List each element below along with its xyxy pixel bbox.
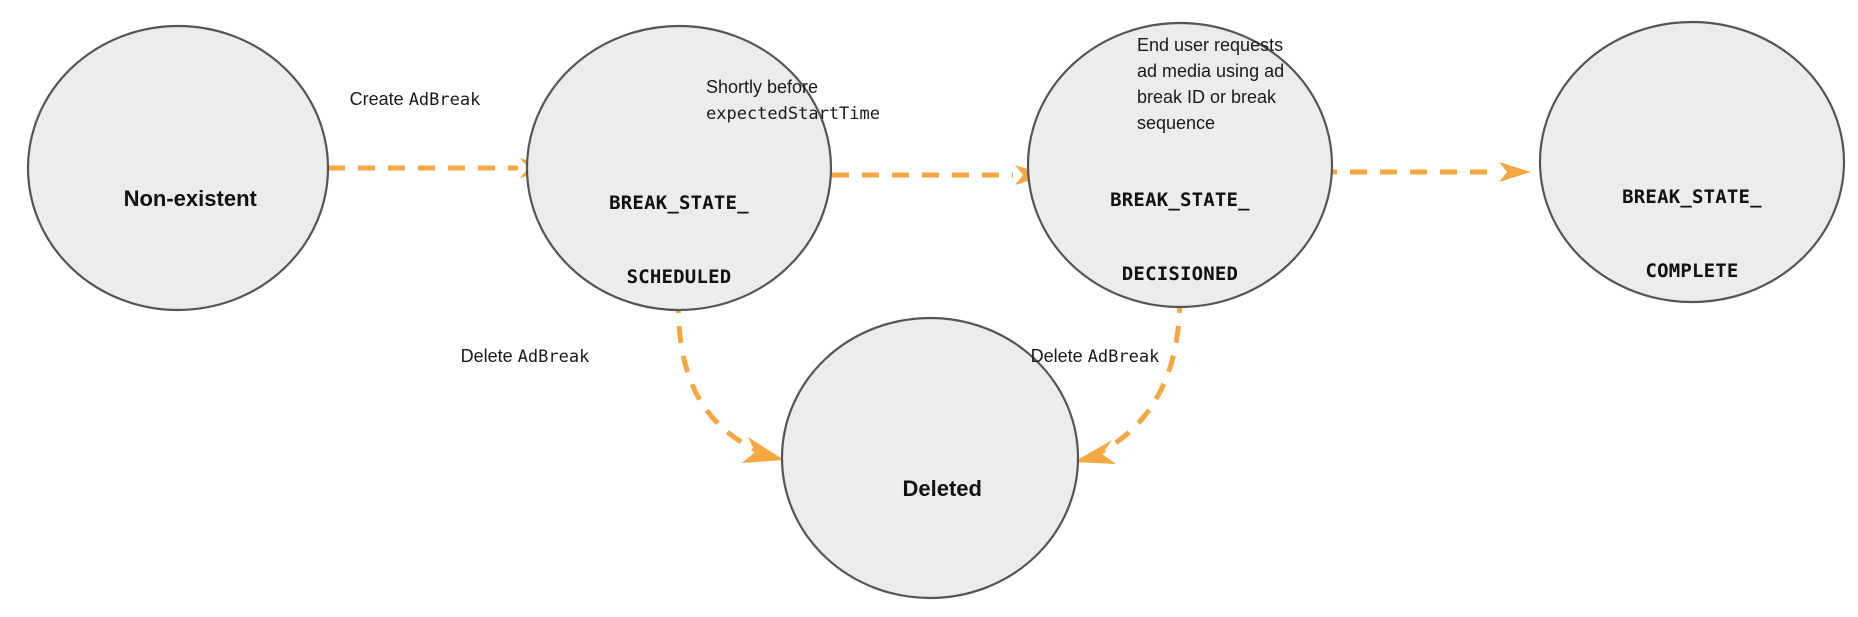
edge-label-run: AdBreak xyxy=(517,347,590,367)
node-deleted[interactable] xyxy=(780,316,1080,600)
edge-label-line: Shortly before xyxy=(706,74,966,100)
arrow-head-icon xyxy=(742,437,784,463)
node-break-state-complete[interactable] xyxy=(1538,20,1846,304)
edge-label-shortly-before: Shortly before expectedStartTime xyxy=(706,74,966,127)
edge-label-delete-adbreak-from-scheduled: Delete AdBreak xyxy=(405,343,645,370)
node-non-existent[interactable] xyxy=(26,24,330,312)
edge-label-run: Create xyxy=(349,89,409,109)
edge-label-run: Shortly before xyxy=(706,77,819,97)
edge-label-run: End user requests xyxy=(1137,35,1284,55)
edge-label-run: break ID or break xyxy=(1137,87,1277,108)
edge-delete-adbreak-from-decisioned xyxy=(1074,295,1183,464)
edge-delete-adbreak-from-scheduled xyxy=(675,295,784,463)
edge-label-create-adbreak: Create AdBreak xyxy=(295,86,535,113)
edge-label-line: sequence xyxy=(1137,110,1397,136)
edge-label-run: Delete xyxy=(1030,346,1088,366)
arrow-head-icon xyxy=(1499,162,1531,182)
edge-label-line: End user requests xyxy=(1137,32,1397,58)
edge-label-line: expectedStartTime xyxy=(706,100,966,127)
edge-label-delete-adbreak-from-decisioned: Delete AdBreak xyxy=(975,343,1215,370)
node-break-state-decisioned[interactable] xyxy=(1026,21,1334,309)
edge-label-run: expectedStartTime xyxy=(706,104,880,125)
edge-label-line: Create AdBreak xyxy=(295,86,535,113)
edge-label-run: AdBreak xyxy=(1087,347,1160,367)
edge-label-run: sequence xyxy=(1137,113,1216,134)
node-break-state-scheduled[interactable] xyxy=(525,24,833,312)
edge-label-line: ad media using ad xyxy=(1137,58,1397,84)
edge-label-line: Delete AdBreak xyxy=(405,343,645,370)
arrow-head-icon xyxy=(1074,440,1116,464)
edge-label-line: Delete AdBreak xyxy=(975,343,1215,370)
edge-label-run: AdBreak xyxy=(408,90,481,110)
edge-label-run: Delete xyxy=(460,346,518,366)
edge-label-line: break ID or break xyxy=(1137,84,1397,110)
edge-label-run: ad media using ad xyxy=(1137,61,1285,82)
edge-label-end-user-requests: End user requests ad media using ad break … xyxy=(1137,32,1397,136)
